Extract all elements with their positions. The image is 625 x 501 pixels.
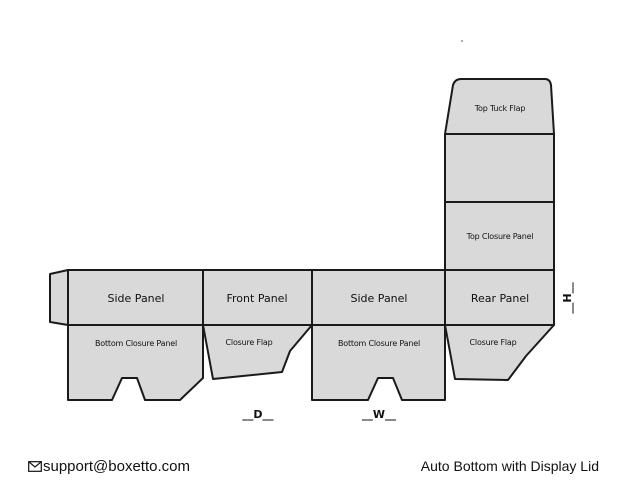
side-panel-left-label: Side Panel: [108, 292, 165, 305]
front-panel-label: Front Panel: [227, 292, 288, 305]
top-tuck-flap-label: Top Tuck Flap: [474, 104, 526, 113]
side-panel-left: [67, 269, 204, 326]
top-closure-panel-label: Top Closure Panel: [466, 232, 534, 241]
bottom-closure-left: [67, 324, 204, 401]
closure-flap-rear: [444, 324, 555, 381]
depth-dimension: __D__: [242, 408, 274, 421]
box-style-name: Auto Bottom with Display Lid: [420, 458, 599, 474]
height-dimension: __H__: [561, 282, 574, 314]
bottom-closure-right: [311, 324, 446, 401]
support-email[interactable]: support@boxetto.com: [28, 458, 190, 475]
support-email-text[interactable]: support@boxetto.com: [43, 458, 190, 475]
front-panel: [202, 269, 313, 326]
closure-flap-front-label: Closure Flap: [226, 338, 273, 347]
mail-icon: [28, 461, 42, 472]
rear-panel-label: Rear Panel: [471, 292, 529, 305]
closure-flap-front: [202, 324, 313, 380]
bottom-closure-right-label: Bottom Closure Panel: [338, 339, 420, 348]
top-closure-panel: [444, 201, 555, 271]
lid-panel: [444, 133, 555, 203]
rear-panel: [444, 269, 555, 326]
glue-flap: [49, 269, 69, 326]
closure-flap-rear-label: Closure Flap: [470, 338, 517, 347]
bottom-closure-left-label: Bottom Closure Panel: [95, 339, 177, 348]
side-panel-right-label: Side Panel: [351, 292, 408, 305]
width-dimension: __W__: [362, 408, 397, 421]
top-tuck-flap: [444, 78, 555, 135]
stray-dot: [461, 40, 463, 42]
